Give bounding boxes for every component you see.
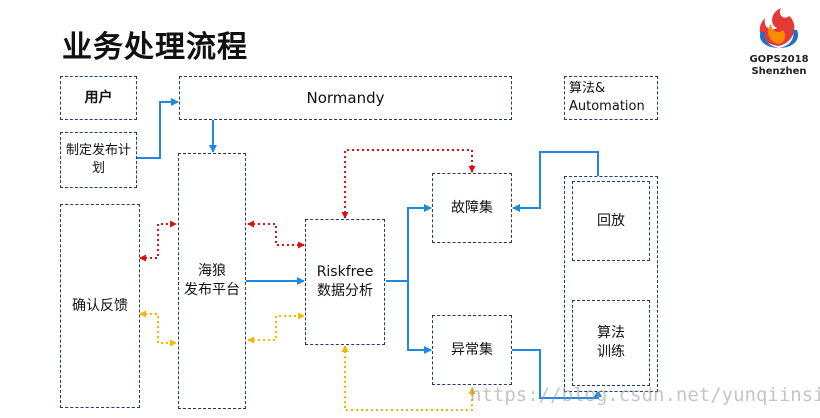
- yellow-arrow-hailang-riskfree: [247, 312, 305, 344]
- node-algo-training-label: 算法 训练: [597, 325, 625, 360]
- node-algo-automation-label: 算法& Automation: [569, 81, 645, 114]
- node-fault-set-label: 故障集: [451, 199, 493, 216]
- node-confirm-feedback: 确认反馈: [60, 204, 140, 408]
- watermark-text: https://blog.csdn.net/yunqiinsight: [470, 384, 820, 406]
- node-normandy: Normandy: [179, 76, 512, 120]
- node-user: 用户: [60, 76, 137, 120]
- yellow-arrow-riskfree-anomaly: [341, 345, 476, 411]
- red-arrow-hailang-riskfree: [247, 220, 305, 249]
- logo-line2: Shenzhen: [751, 65, 807, 77]
- arrow-riskfree-to-anomaly: [407, 281, 432, 354]
- node-release-plan-label: 制定发布计 划: [65, 143, 131, 176]
- node-replay-label: 回放: [597, 212, 625, 229]
- logo-line1: GOPS2018: [749, 54, 809, 65]
- node-riskfree-label: Riskfree 数据分析: [316, 264, 374, 299]
- node-anomaly-set-label: 异常集: [451, 341, 493, 358]
- node-algo-training: 算法 训练: [572, 300, 650, 386]
- node-normandy-label: Normandy: [306, 88, 385, 107]
- node-algo-automation: 算法& Automation: [564, 76, 658, 120]
- red-arrow-riskfree-fault: [341, 149, 476, 219]
- node-release-plan: 制定发布计 划: [60, 132, 137, 188]
- red-arrow-confirm-hailang: [139, 220, 177, 262]
- page-title: 业务处理流程: [62, 30, 248, 65]
- node-riskfree: Riskfree 数据分析: [305, 219, 385, 345]
- node-anomaly-set: 异常集: [432, 315, 512, 385]
- node-fault-set: 故障集: [432, 173, 512, 243]
- arrow-anomaly-to-training: [512, 349, 602, 399]
- gops-flame-icon: [759, 8, 799, 48]
- arrow-riskfree-to-fault: [386, 204, 432, 282]
- node-hailang: 海狼 发布平台: [178, 153, 246, 409]
- node-confirm-feedback-label: 确认反馈: [72, 297, 128, 314]
- gops-logo: GOPS2018 Shenzhen: [744, 6, 814, 77]
- arrow-plan-to-normandy: [136, 98, 179, 159]
- node-replay: 回放: [572, 181, 650, 261]
- arrow-replay-to-fault: [512, 151, 599, 212]
- node-hailang-label: 海狼 发布平台: [184, 263, 240, 298]
- node-user-label: 用户: [84, 89, 113, 106]
- yellow-arrow-confirm-hailang: [139, 310, 177, 347]
